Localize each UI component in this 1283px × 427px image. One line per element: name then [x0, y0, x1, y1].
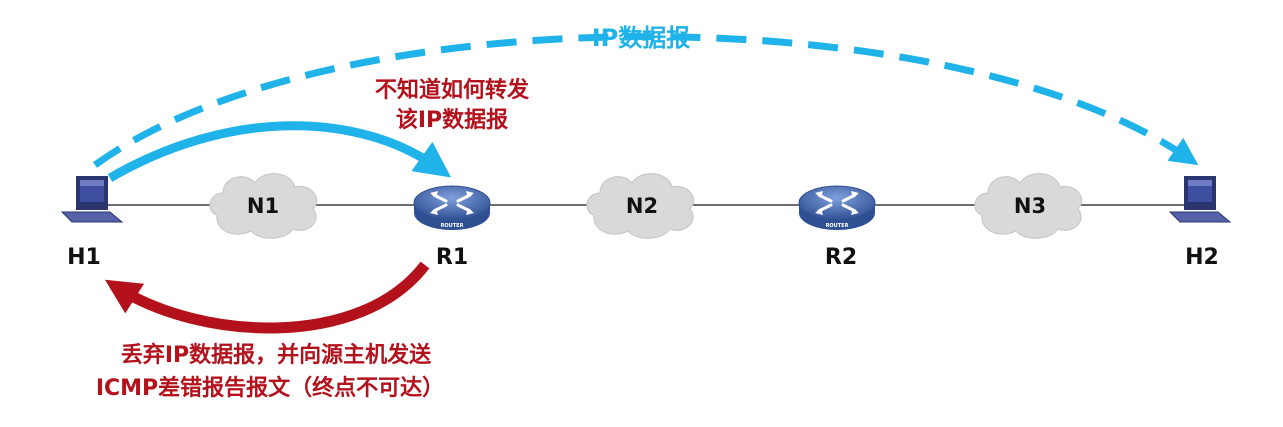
- forward-note-line-2: 该IP数据报: [396, 107, 508, 133]
- discard-note-line-2: ICMP差错报告报文（终点不可达）: [96, 375, 444, 401]
- forward-note-line-1: 不知道如何转发: [375, 77, 530, 103]
- cloud-icon: [209, 173, 318, 239]
- network-label-n1: N1: [247, 194, 279, 218]
- host-label-h1: H1: [67, 245, 101, 270]
- router-label-r2: R2: [825, 245, 857, 270]
- host-label-h2: H2: [1185, 245, 1219, 270]
- cloud-icon: [974, 173, 1083, 239]
- network-label-n2: N2: [626, 194, 658, 218]
- computer-icon: [60, 176, 124, 223]
- router-icon: ROUTER: [413, 185, 491, 230]
- computer-icon: [1168, 176, 1232, 223]
- network-label-n3: N3: [1014, 194, 1046, 218]
- datagram-path-arrow: [92, 33, 1199, 168]
- cloud-icon: [586, 173, 695, 239]
- router-badge: ROUTER: [826, 223, 849, 229]
- forward-arrow: [107, 121, 452, 182]
- error-report-arrow: [104, 261, 430, 334]
- router-badge: ROUTER: [441, 223, 464, 229]
- router-icon: ROUTER: [798, 185, 876, 230]
- discard-note-line-1: 丢弃IP数据报，并向源主机发送: [121, 342, 431, 368]
- datagram-label: IP数据报: [592, 24, 691, 52]
- router-label-r1: R1: [436, 245, 468, 270]
